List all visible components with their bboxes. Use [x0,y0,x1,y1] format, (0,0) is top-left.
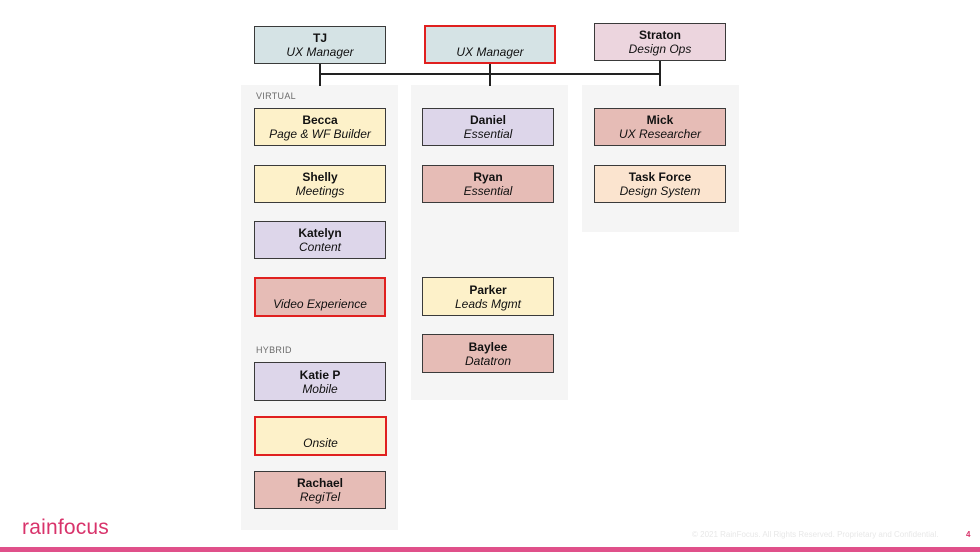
node-name: Katelyn [298,226,342,240]
node-role: Mobile [302,381,338,396]
node-name: Katie P [299,367,341,382]
node-name: Mick [646,113,674,127]
node-role: Page & WF Builder [269,127,371,141]
node-role: Essential [463,127,513,141]
connector-left [319,64,321,86]
connector-center [489,64,491,86]
org-node-becca: Becca Page & WF Builder [254,108,386,146]
hybrid-label: HYBRID [256,345,292,355]
org-node-katelyn: Katelyn Content [254,221,386,259]
node-role: Essential [463,184,513,198]
node-name: Rachael [296,476,344,490]
org-node-vacant-onsite: Onsite [254,416,387,456]
org-node-daniel: Daniel Essential [422,108,554,146]
node-name: Task Force [628,170,692,184]
org-node-parker: Parker Leads Mgmt [422,277,554,316]
org-node-rachael: Rachael RegiTel [254,471,386,509]
org-node-katie-p: Katie P Mobile [254,362,386,401]
org-node-vacant-video-experience: Video Experience [254,277,386,317]
node-name: Straton [639,28,681,42]
node-role: Video Experience [273,297,367,311]
node-role: UX Manager [286,45,354,59]
node-name: Daniel [469,113,506,127]
node-role: Design System [619,184,701,198]
org-node-shelly: Shelly Meetings [254,165,386,203]
org-node-task-force: Task Force Design System [594,165,726,203]
node-role: Content [298,240,342,254]
node-role: Meetings [295,184,345,198]
node-role: Onsite [303,436,338,450]
org-node-tj: TJ UX Manager [254,26,386,64]
copyright-text: © 2021 RainFocus. All Rights Reserved. P… [692,530,939,539]
node-role: Datatron [464,353,512,368]
node-role: Design Ops [628,42,692,56]
footer-accent-bar [0,547,980,552]
node-name: Becca [302,113,338,127]
node-name: Parker [469,282,507,297]
node-name: Ryan [473,170,503,184]
node-role: Leads Mgmt [454,296,522,311]
org-node-baylee: Baylee Datatron [422,334,554,373]
node-role: UX Researcher [618,127,702,141]
org-node-ryan: Ryan Essential [422,165,554,203]
connector-right [659,61,661,86]
org-node-vacant-ux-manager: UX Manager [424,25,556,64]
rainfocus-logo: rainfocus [22,516,110,539]
node-name: TJ [312,31,327,45]
node-name: Shelly [302,170,338,184]
node-role: UX Manager [456,44,524,59]
page-number: 4 [966,530,971,539]
node-name: Baylee [468,339,508,354]
org-node-mick: Mick UX Researcher [594,108,726,146]
virtual-label: VIRTUAL [256,91,296,101]
node-role: RegiTel [299,490,341,504]
org-node-straton: Straton Design Ops [594,23,726,61]
